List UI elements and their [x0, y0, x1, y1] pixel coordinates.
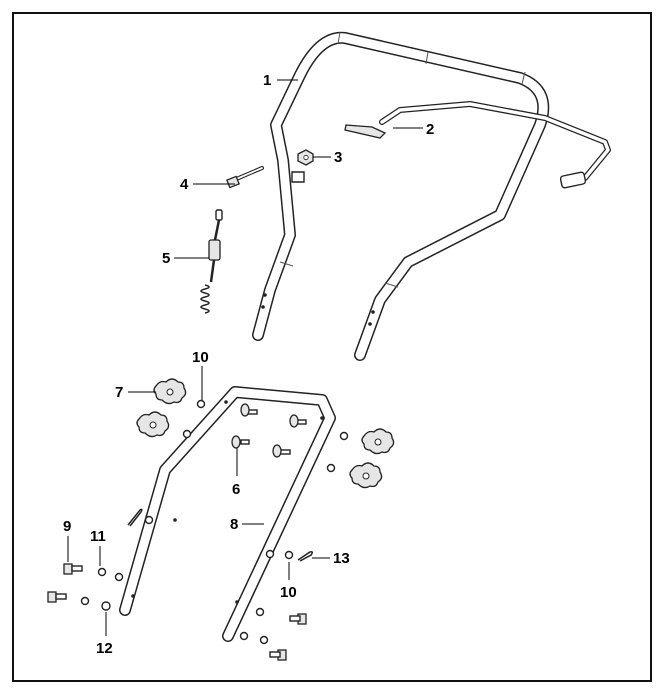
callout-labels: 1 2 3 4 5 6 7 8 9 10 10 11 12 13 [63, 72, 434, 657]
callout-13: 13 [333, 550, 350, 567]
callout-10-upper: 10 [192, 349, 209, 366]
control-bar [344, 101, 611, 189]
nut [297, 149, 314, 166]
cable-spring [200, 209, 223, 314]
callout-9: 9 [63, 518, 71, 535]
carriage-bolts [231, 403, 307, 458]
callout-7: 7 [115, 384, 123, 401]
callout-3: 3 [334, 149, 342, 166]
lower-handle [119, 386, 336, 642]
upper-handle [252, 31, 550, 361]
callout-5: 5 [162, 250, 170, 267]
star-knobs [136, 378, 395, 489]
callout-2: 2 [426, 121, 434, 138]
hex-bolts [47, 563, 307, 661]
leader-lines [67, 79, 423, 636]
pin [226, 166, 264, 189]
callout-1: 1 [263, 72, 271, 89]
callout-11: 11 [90, 528, 106, 545]
callout-10-lower: 10 [280, 584, 297, 601]
callout-4: 4 [180, 176, 189, 193]
callout-8: 8 [230, 516, 238, 533]
washers [80, 399, 349, 645]
callout-12: 12 [96, 640, 113, 657]
callout-6: 6 [232, 481, 240, 498]
cotter-pins [127, 508, 314, 562]
